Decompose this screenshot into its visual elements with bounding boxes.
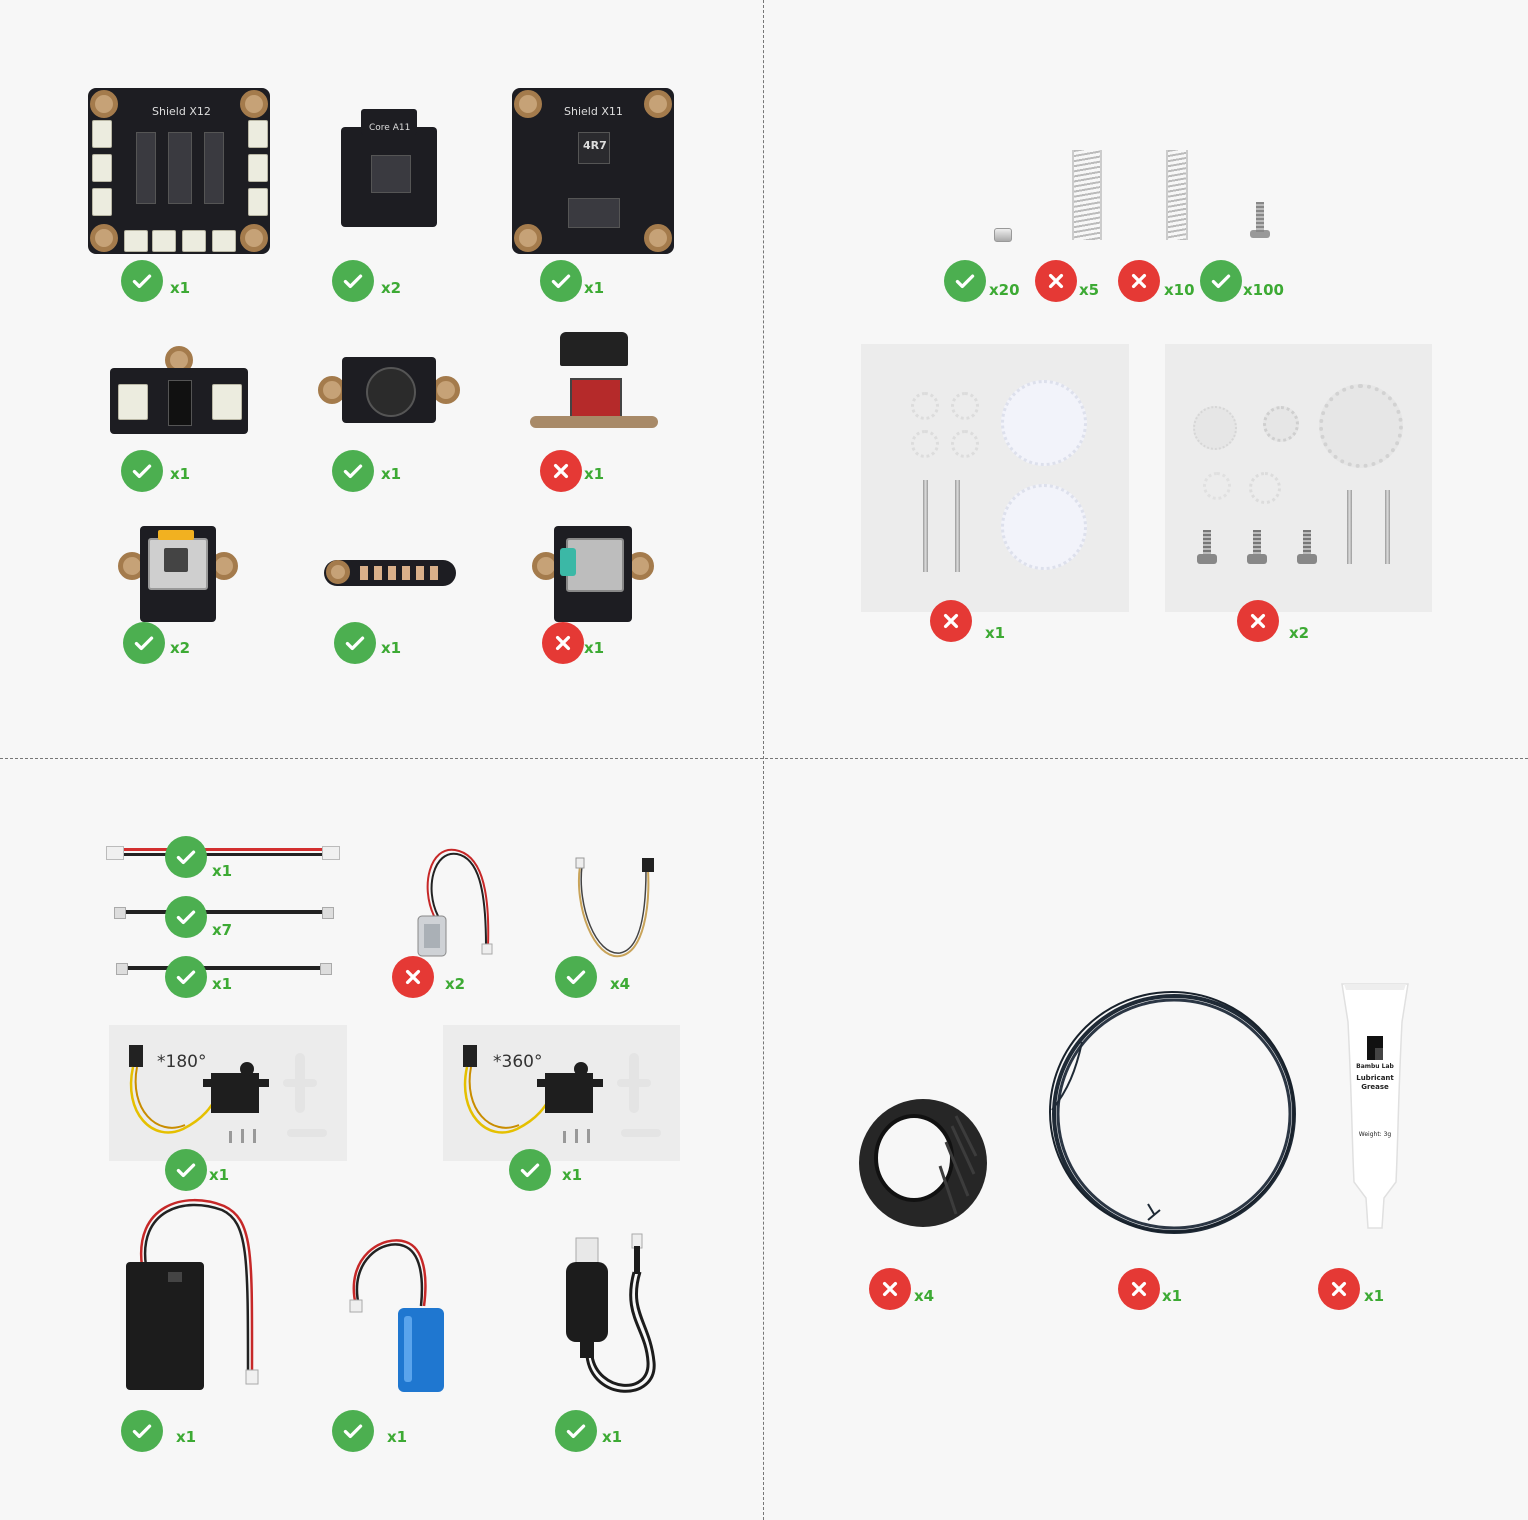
shield-x11-board: 4R7 Shield X11 [512,88,674,254]
check-icon [555,956,597,998]
check-icon [332,1410,374,1452]
core-a11-label: Core A11 [369,123,411,133]
gear-kit-b-panel [1165,344,1432,612]
check-icon [944,260,986,302]
cross-icon [542,622,584,664]
servo-180-label: *180° [157,1052,207,1072]
check-icon [121,1410,163,1452]
encoder-quantity: x1 [584,639,605,657]
servo-360-label: *360° [493,1052,543,1072]
check-icon [332,450,374,492]
power-switch-module [110,346,248,436]
check-icon [123,622,165,664]
cross-icon [930,600,972,642]
cross-icon [1318,1268,1360,1310]
gear-kit-b-quantity: x2 [1289,624,1310,642]
tire [859,1099,987,1227]
cable-short-black-quantity: x1 [212,975,233,993]
magnet [994,228,1012,242]
filament-coil [1049,991,1296,1234]
check-icon [165,896,207,938]
grease-name: Lubricant Grease [1356,1074,1394,1091]
shield-x12-label: Shield X12 [152,105,211,118]
cross-icon [1035,260,1077,302]
usb-charger [566,1233,656,1393]
spring-long [1166,150,1188,240]
cable-short-black [116,963,332,975]
lubricant-grease: Bambu Lab Lubricant Grease Weight: 3g [1340,982,1410,1232]
battery-quantity: x1 [387,1428,408,1446]
check-icon [165,956,207,998]
servo-180-quantity: x1 [209,1166,230,1184]
dc-motor-quantity: x2 [445,975,466,993]
cable-long-black-quantity: x7 [212,921,233,939]
cable-red-black-quantity: x1 [212,862,233,880]
check-icon [332,260,374,302]
spring-short [1072,150,1102,240]
push-button-quantity: x1 [381,465,402,483]
connector-strip [324,558,456,588]
servo-360-panel: *360° [443,1025,680,1161]
cross-icon [392,956,434,998]
spring-short-quantity: x5 [1079,281,1100,299]
push-button-module [318,357,460,423]
check-icon [1200,260,1242,302]
cross-icon [1118,1268,1160,1310]
joystick-module [118,526,238,622]
gear-kit-a-panel [861,344,1129,612]
spring-long-quantity: x10 [1164,281,1195,299]
cross-icon [540,450,582,492]
magnet-quantity: x20 [989,281,1020,299]
shield-x11-inductor-label: 4R7 [583,139,607,152]
check-icon [509,1149,551,1191]
check-icon [121,450,163,492]
screw [1250,202,1270,240]
lever-switch-quantity: x1 [584,465,605,483]
lubricant-grease-quantity: x1 [1364,1287,1385,1305]
shield-x11-quantity: x1 [584,279,605,297]
check-icon [165,1149,207,1191]
grease-brand: Bambu Lab [1356,1063,1394,1070]
screw-quantity: x100 [1243,281,1284,299]
battery-box [126,1198,259,1390]
dc-motor [417,848,493,957]
sensor-cable-quantity: x4 [610,975,631,993]
power-switch-quantity: x1 [170,465,191,483]
cross-icon [1237,600,1279,642]
check-icon [121,260,163,302]
usb-charger-quantity: x1 [602,1428,623,1446]
vertical-divider [763,0,764,1520]
sensor-cable [575,857,654,958]
joystick-quantity: x2 [170,639,191,657]
shield-x12-board: Shield X12 [88,88,270,254]
check-icon [540,260,582,302]
servo-360-quantity: x1 [562,1166,583,1184]
grease-weight: Weight: 3g [1358,1131,1392,1138]
battery-box-quantity: x1 [176,1428,197,1446]
gear-kit-a-quantity: x1 [985,624,1006,642]
check-icon [334,622,376,664]
connector-strip-quantity: x1 [381,639,402,657]
cable-long-black [114,907,334,919]
filament-coil-quantity: x1 [1162,1287,1183,1305]
cable-red-black [106,846,340,860]
encoder-module [532,526,654,622]
core-a11-quantity: x2 [381,279,402,297]
cross-icon [1118,260,1160,302]
battery [349,1239,444,1392]
servo-180-panel: *180° [109,1025,347,1161]
core-a11-board: Core A11 [341,109,437,229]
tire-quantity: x4 [914,1287,935,1305]
horizontal-divider [0,758,1528,759]
cross-icon [869,1268,911,1310]
check-icon [165,836,207,878]
shield-x12-quantity: x1 [170,279,191,297]
lever-switch-module [530,332,658,444]
shield-x11-label: Shield X11 [564,105,623,118]
check-icon [555,1410,597,1452]
